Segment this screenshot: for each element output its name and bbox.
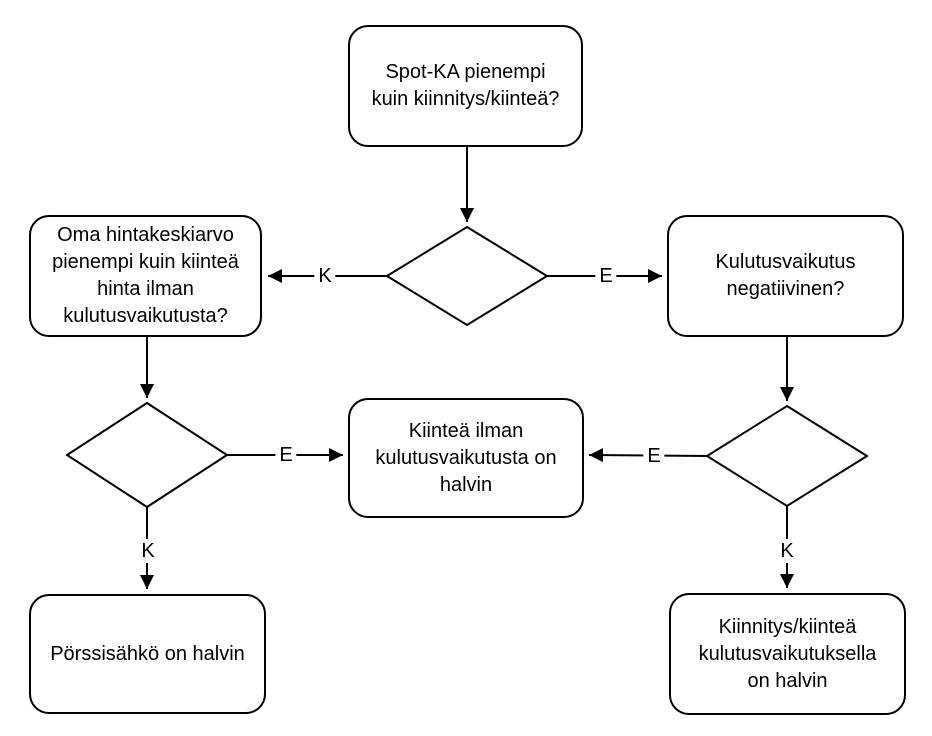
decision-diamond-3 <box>705 404 869 508</box>
edge-label-d3-e: E <box>643 444 665 468</box>
edge-label-d1-k: K <box>314 264 336 288</box>
edge-label-d1-e: E <box>595 264 617 288</box>
node-label: Pörssisähkö on halvin <box>50 642 245 665</box>
node-consumption-effect-question: Kulutusvaikutus negatiivinen? <box>667 215 904 337</box>
decision-diamond-1 <box>385 225 549 327</box>
edge-label-d2-e: E <box>275 443 297 467</box>
node-spot-cheapest: Pörssisähkö on halvin <box>29 594 266 714</box>
edge-label-d2-k: K <box>137 539 159 563</box>
node-label: Oma hintakeskiarvo pienempi kuin kiinteä… <box>52 224 239 327</box>
node-label: Spot-KA pienempi kuin kiinnitys/kiinteä? <box>371 61 560 110</box>
node-fixed-without-effect-cheapest: Kiinteä ilman kulutusvaikutusta on halvi… <box>348 398 584 518</box>
decision-diamond-2 <box>65 401 229 509</box>
node-fixed-with-effect-cheapest: Kiinnitys/kiinteä kulutusvaikutuksella o… <box>669 593 906 715</box>
node-label: Kulutusvaikutus negatiivinen? <box>715 251 856 300</box>
node-spot-ka-question: Spot-KA pienempi kuin kiinnitys/kiinteä? <box>348 25 583 147</box>
node-label: Kiinteä ilman kulutusvaikutusta on halvi… <box>375 419 557 496</box>
node-own-price-average-question: Oma hintakeskiarvo pienempi kuin kiinteä… <box>29 215 262 337</box>
node-label: Kiinnitys/kiinteä kulutusvaikutuksella o… <box>698 615 877 692</box>
edge-label-d3-k: K <box>776 539 798 563</box>
